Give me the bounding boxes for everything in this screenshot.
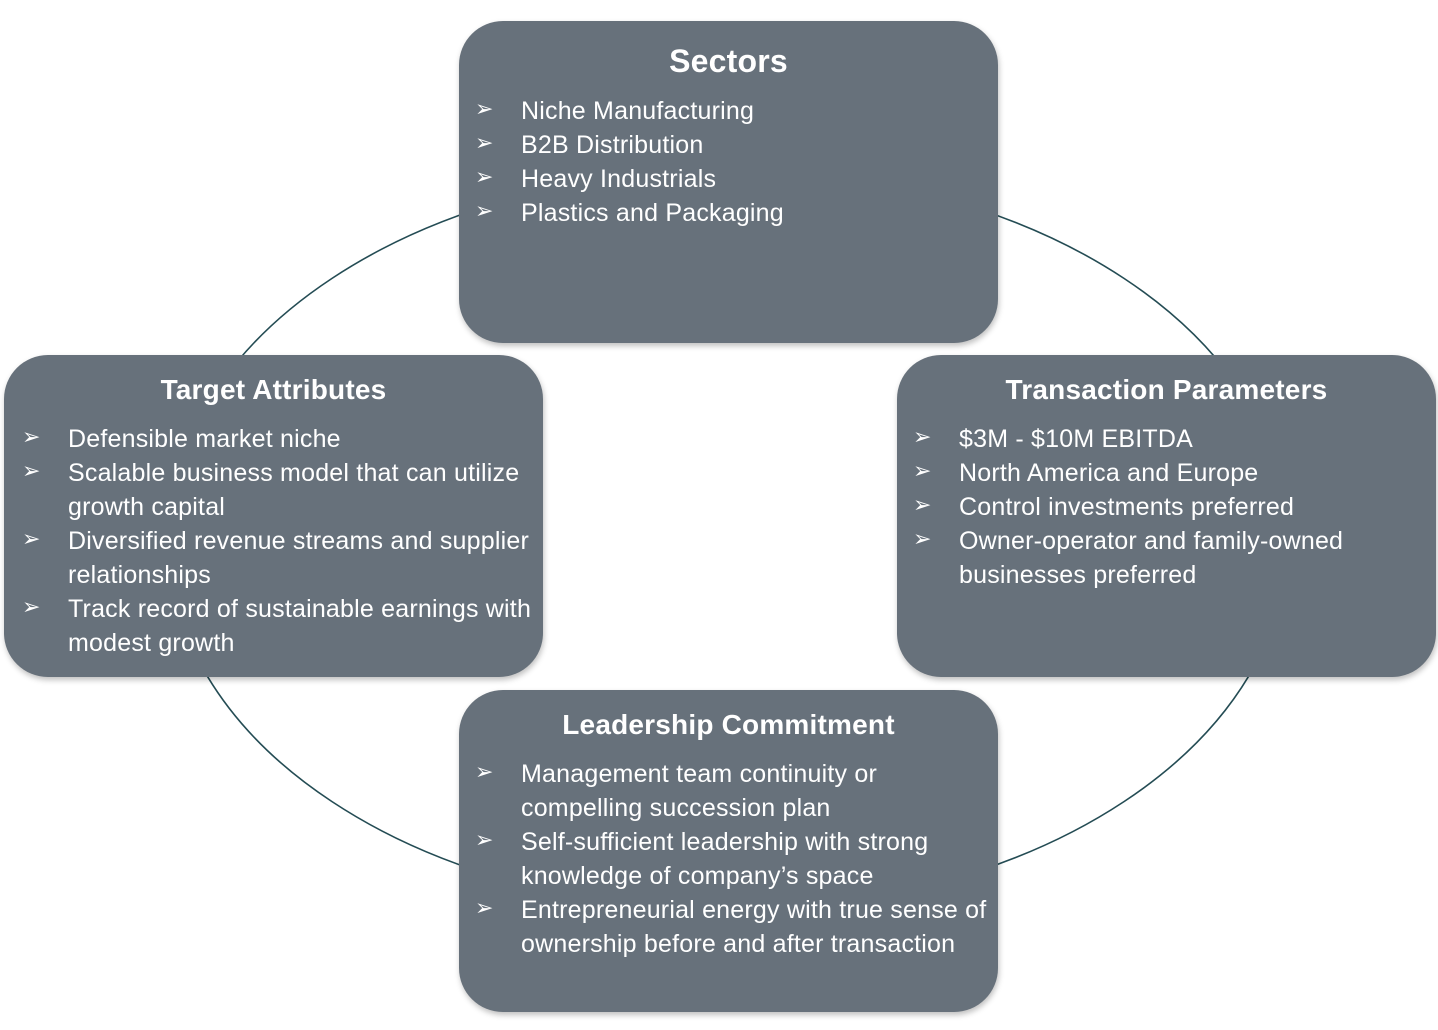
arrow-bullet-icon: ➢	[913, 492, 932, 517]
list-item-text: North America and Europe	[959, 459, 1259, 487]
list-item: ➢ Owner-operator and family-owned busines…	[913, 524, 1436, 592]
arrow-bullet-icon: ➢	[475, 96, 494, 121]
sectors-box: Sectors ➢ Niche Manufacturing ➢ B2B Distri…	[459, 21, 998, 343]
arrow-bullet-icon: ➢	[22, 594, 41, 619]
list-item-text: Control investments preferred	[959, 493, 1295, 521]
list-item: ➢ Management team continuity or compellin…	[475, 757, 998, 825]
list-item-text: Management team continuity or compelling…	[521, 760, 877, 822]
transaction-parameters-title: Transaction Parameters	[1005, 374, 1328, 405]
list-item-text: Plastics and Packaging	[521, 199, 784, 227]
list-item: ➢ Track record of sustainable earnings wi…	[22, 592, 543, 660]
list-item-text: Owner-operator and family-owned business…	[959, 527, 1344, 589]
transaction-parameters-box: Transaction Parameters ➢ $3M - $10M EBITD…	[897, 355, 1436, 677]
arrow-bullet-icon: ➢	[475, 130, 494, 155]
sectors-title: Sectors	[669, 43, 788, 79]
leadership-commitment-list: ➢ Management team continuity or compellin…	[475, 757, 998, 961]
list-item: ➢ Control investments preferred	[913, 490, 1436, 524]
arrow-bullet-icon: ➢	[475, 198, 494, 223]
list-item: ➢ Self-sufficient leadership with strong …	[475, 825, 998, 893]
list-item: ➢ Scalable business model that can utiliz…	[22, 456, 543, 524]
target-attributes-title: Target Attributes	[160, 374, 387, 405]
target-attributes-list: ➢ Defensible market niche ➢ Scalable busin…	[22, 422, 543, 660]
sectors-list: ➢ Niche Manufacturing ➢ B2B Distribution ➢…	[475, 94, 998, 230]
arrow-bullet-icon: ➢	[22, 458, 41, 483]
list-item: ➢ B2B Distribution	[475, 128, 998, 162]
list-item-text: Scalable business model that can utilize…	[68, 459, 520, 521]
list-item: ➢ Entrepreneurial energy with true sense …	[475, 893, 998, 961]
arrow-bullet-icon: ➢	[475, 759, 494, 784]
list-item: ➢ North America and Europe	[913, 456, 1436, 490]
arrow-bullet-icon: ➢	[475, 895, 494, 920]
list-item: ➢ Plastics and Packaging	[475, 196, 998, 230]
list-item: ➢ Diversified revenue streams and supplie…	[22, 524, 543, 592]
arrow-bullet-icon: ➢	[22, 526, 41, 551]
transaction-parameters-list: ➢ $3M - $10M EBITDA ➢ North America and Eu…	[913, 422, 1436, 592]
leadership-commitment-box: Leadership Commitment ➢ Management team c…	[459, 690, 998, 1012]
list-item: ➢ Niche Manufacturing	[475, 94, 998, 128]
leadership-commitment-title: Leadership Commitment	[562, 709, 895, 740]
arrow-bullet-icon: ➢	[22, 424, 41, 449]
list-item-text: Diversified revenue streams and supplier…	[68, 527, 529, 589]
list-item-text: Track record of sustainable earnings wit…	[68, 595, 532, 657]
list-item-text: Self-sufficient leadership with strong k…	[521, 828, 929, 890]
arrow-bullet-icon: ➢	[913, 424, 932, 449]
arrow-bullet-icon: ➢	[913, 526, 932, 551]
list-item: ➢ Heavy Industrials	[475, 162, 998, 196]
arrow-bullet-icon: ➢	[913, 458, 932, 483]
list-item-text: $3M - $10M EBITDA	[959, 425, 1194, 453]
list-item-text: Heavy Industrials	[521, 165, 717, 193]
list-item-text: Niche Manufacturing	[521, 97, 755, 125]
arrow-bullet-icon: ➢	[475, 164, 494, 189]
list-item-text: Defensible market niche	[68, 425, 341, 453]
list-item: ➢ Defensible market niche	[22, 422, 543, 456]
list-item-text: Entrepreneurial energy with true sense o…	[521, 896, 987, 958]
list-item-text: B2B Distribution	[521, 131, 704, 159]
arrow-bullet-icon: ➢	[475, 827, 494, 852]
list-item: ➢ $3M - $10M EBITDA	[913, 422, 1436, 456]
target-attributes-box: Target Attributes ➢ Defensible market nic…	[4, 355, 543, 677]
